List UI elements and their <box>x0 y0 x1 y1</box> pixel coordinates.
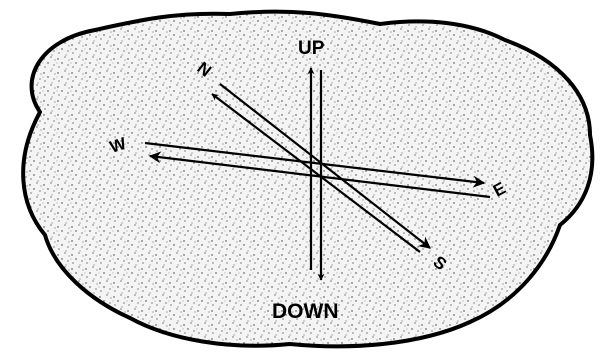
up-label: UP <box>298 38 325 59</box>
speckled-plane-blob <box>23 12 592 347</box>
down-label: DOWN <box>272 300 339 323</box>
